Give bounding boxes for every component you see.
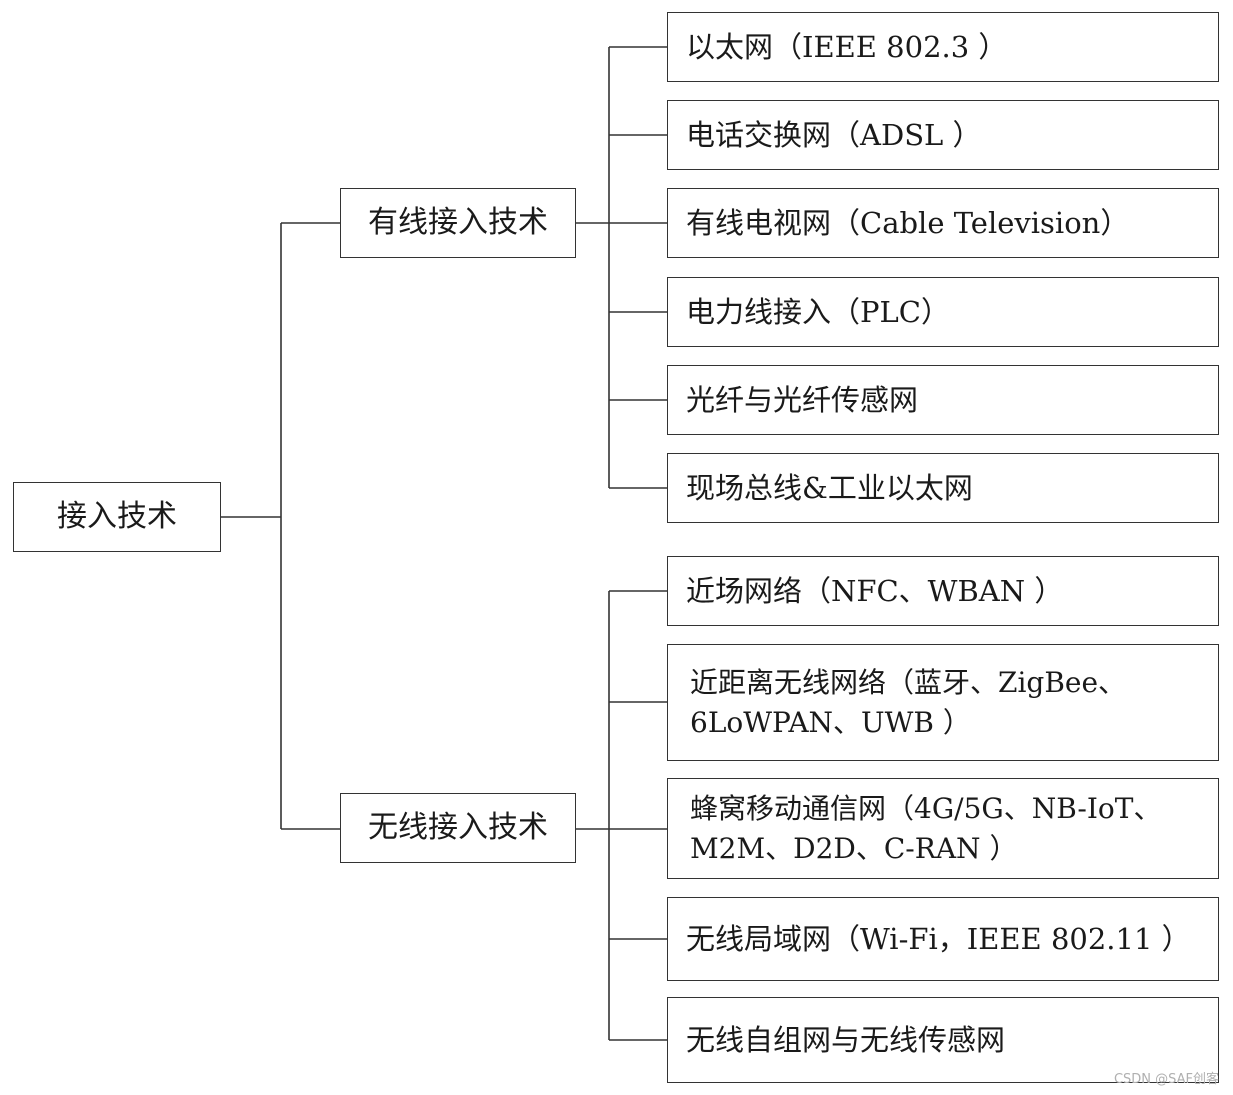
wireless-leaf-line2: 6LoWPAN、UWB ） [690,705,971,739]
wireless-access-label: 无线接入技术 [368,810,548,845]
wired-leaf-adsl: 电话交换网（ADSL ） [667,100,1219,170]
wireless-leaf-short-range: 近距离无线网络（蓝牙、ZigBee、 6LoWPAN、UWB ） [667,644,1219,761]
wireless-leaf-line1: 近距离无线网络（蓝牙、ZigBee、 [690,665,1127,699]
wired-leaf-label: 电力线接入（PLC） [686,295,950,329]
wireless-leaf-cellular: 蜂窝移动通信网（4G/5G、NB-IoT、 M2M、D2D、C-RAN ） [667,778,1219,879]
wireless-leaf-label: 近场网络（NFC、WBAN ） [686,574,1064,608]
wired-leaf-cable-tv: 有线电视网（Cable Television） [667,188,1219,258]
wired-access-label: 有线接入技术 [368,205,548,240]
wireless-leaf-nfc: 近场网络（NFC、WBAN ） [667,556,1219,626]
wireless-leaf-line1: 蜂窝移动通信网（4G/5G、NB-IoT、 [690,791,1162,825]
wired-leaf-label: 光纤与光纤传感网 [686,383,919,417]
wireless-leaf-label: 无线局域网（Wi-Fi，IEEE 802.11 ） [686,922,1191,956]
wireless-leaf-text: 近距离无线网络（蓝牙、ZigBee、 6LoWPAN、UWB ） [690,663,1126,743]
root-node: 接入技术 [13,482,221,552]
wireless-access-node: 无线接入技术 [340,793,576,863]
wired-leaf-fiber: 光纤与光纤传感网 [667,365,1219,435]
watermark-text: CSDN @SAF创客 [1113,1072,1219,1087]
wired-leaf-ethernet: 以太网（IEEE 802.3 ） [667,12,1219,82]
wired-leaf-fieldbus: 现场总线&工业以太网 [667,453,1219,523]
wireless-leaf-text: 蜂窝移动通信网（4G/5G、NB-IoT、 M2M、D2D、C-RAN ） [690,789,1161,869]
wired-leaf-label: 现场总线&工业以太网 [686,471,973,505]
wired-leaf-plc: 电力线接入（PLC） [667,277,1219,347]
wireless-leaf-line2: M2M、D2D、C-RAN ） [690,831,1018,865]
wireless-leaf-label: 无线自组网与无线传感网 [686,1023,1006,1057]
wired-leaf-label: 电话交换网（ADSL ） [686,118,982,152]
wireless-leaf-wlan: 无线局域网（Wi-Fi，IEEE 802.11 ） [667,897,1219,981]
wired-leaf-label: 以太网（IEEE 802.3 ） [686,30,1008,64]
wireless-leaf-adhoc: 无线自组网与无线传感网 [667,997,1219,1083]
wired-leaf-label: 有线电视网（Cable Television） [686,206,1130,240]
root-node-label: 接入技术 [57,499,177,534]
wired-access-node: 有线接入技术 [340,188,576,258]
